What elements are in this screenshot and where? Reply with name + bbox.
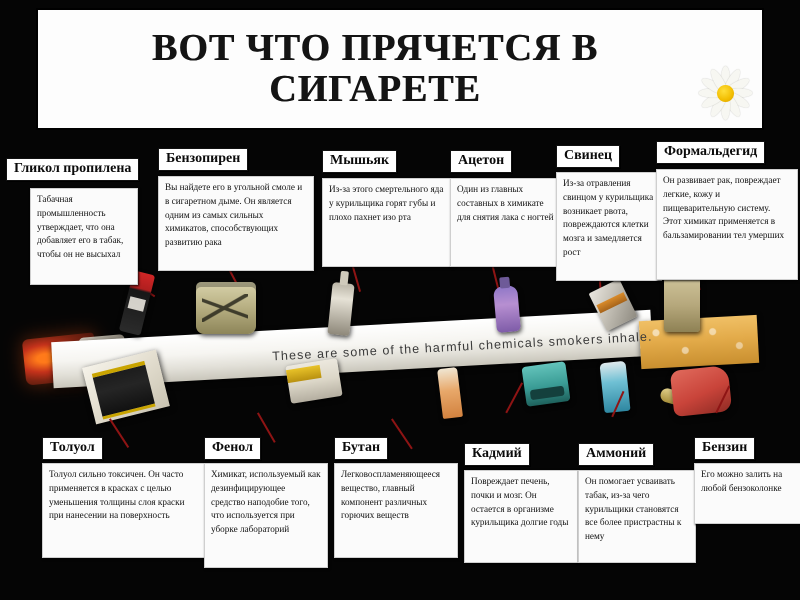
chem-label-myshyak[interactable]: Мышьяк [322,150,398,173]
chem-label-benzopiren[interactable]: Бензопирен [158,148,249,171]
chem-desc-butan: Легковоспламеняющееся вещество, главный … [334,463,458,558]
chem-desc-aceton: Один из главных составных в химикате для… [450,178,564,267]
chem-label-aceton[interactable]: Ацетон [450,150,513,173]
daisy-icon [694,62,756,124]
chem-label-toluol[interactable]: Толуол [42,437,103,460]
connector-line [391,418,413,450]
chem-desc-benzin: Его можно залить на любой бензоколонке [694,463,800,524]
chem-desc-toluol: Толуол сильно токсичен. Он часто применя… [42,463,208,558]
connector-line [109,418,130,448]
paint-can-icon [196,282,256,334]
chem-desc-formaldegid: Он развивает рак, повреждает легкие, кож… [656,169,798,280]
gas-canister-icon [521,361,571,407]
page-title: ВОТ ЧТО ПРЯЧЕТСЯ В СИГАРЕТЕ [151,26,599,110]
chem-label-butan[interactable]: Бутан [334,437,389,460]
chem-label-svinec[interactable]: Свинец [556,145,621,168]
chem-label-benzin[interactable]: Бензин [694,437,756,460]
chem-desc-kadmij: Повреждает печень, почки и мозг. Он оста… [464,470,578,563]
chem-desc-svinec: Из-за отравления свинцом у курильщика во… [556,172,662,281]
chem-desc-myshyak: Из-за этого смертельного яда у курильщик… [322,178,454,267]
chem-label-glikol-propilena[interactable]: Гликол пропилена [6,158,140,181]
red-glove-icon [669,365,733,417]
battery-icon [285,358,343,404]
chem-label-kadmij[interactable]: Кадмий [464,443,530,466]
chem-desc-ammonij: Он помогает усваивать табак, из-за чего … [578,470,696,563]
chem-label-fenol[interactable]: Фенол [204,437,261,460]
title-banner: ВОТ ЧТО ПРЯЧЕТСЯ В СИГАРЕТЕ [38,10,762,128]
chem-desc-benzopiren: Вы найдете его в угольной смоле и в сига… [158,176,314,271]
chem-label-formaldegid[interactable]: Формальдегид [656,141,766,164]
purple-spray-bottle-icon [493,285,521,333]
jar-of-tobacco-icon [664,268,700,332]
chem-desc-fenol: Химикат, используемый как дезинфицирующе… [204,463,328,568]
chem-desc-glikol-propilena: Табачная промышленность утверждает, что … [30,188,138,285]
chem-label-ammonij[interactable]: Аммоний [578,443,655,466]
